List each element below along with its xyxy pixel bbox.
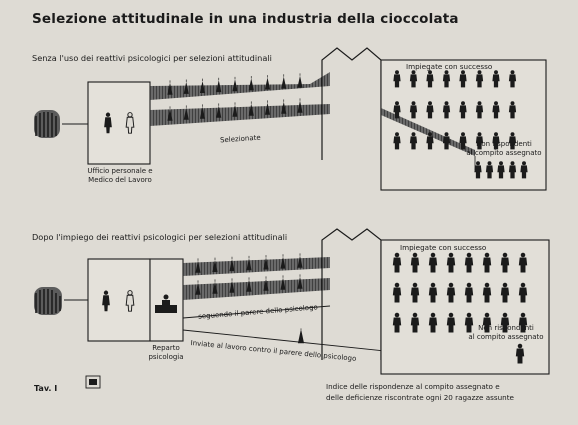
page-title: Selezione attitudinale in una industria …: [32, 11, 459, 27]
legend-note: Indice delle rispondenze al compito asse…: [326, 381, 514, 403]
office-box-bottom: [87, 258, 151, 342]
conveyor-figure: [280, 73, 287, 89]
bottom-fail-label-line1: Non rispondenti: [478, 324, 534, 332]
office-label: Ufficio personale e Medico del Lavoro: [82, 167, 158, 184]
bottom-fail-label-line2: al compito assegnato: [468, 332, 544, 341]
candidate-crowd-bottom: [34, 287, 88, 315]
legend-line2: delle deficienze riscontrate ogni 20 rag…: [326, 393, 514, 402]
conveyor-figure: [248, 75, 255, 91]
top-fail-label-line2: al compito assegnato: [466, 148, 542, 157]
publisher-logo: [85, 375, 101, 389]
office-label-line2: Medico del Lavoro: [88, 175, 152, 184]
psychology-dept-label: Reparto psicologia: [136, 344, 196, 361]
plate-number: Tav. I: [34, 384, 58, 393]
bottom-success-label: Impiegate con successo: [400, 243, 487, 252]
legend-line1: Indice delle rispondenze al compito asse…: [326, 382, 500, 391]
candidate-crowd-top: [34, 110, 88, 138]
dept-label-line2: psicologia: [148, 352, 184, 361]
bottom-section-heading: Dopo l'impiego dei reattivi psicologici …: [32, 232, 288, 242]
bottom-fail-label: Non rispondenti al compito assegnato: [464, 324, 548, 341]
psychologist-desk: [155, 294, 177, 313]
top-fail-label-line1: Non rispondenti: [476, 140, 532, 148]
dept-label-line1: Reparto: [152, 344, 180, 352]
conveyor-figure: [297, 73, 303, 89]
top-fail-label: Non rispondenti al compito assegnato: [462, 140, 546, 157]
top-success-label: Impiegate con successo: [406, 62, 493, 71]
conveyor-figure: [232, 76, 238, 92]
office-box: [87, 81, 151, 165]
conveyor-figure: [215, 77, 222, 93]
conveyor-figure: [264, 74, 271, 90]
office-label-line1: Ufficio personale e: [87, 167, 153, 175]
top-section-heading: Senza l'uso dei reattivi psicologici per…: [32, 53, 272, 63]
